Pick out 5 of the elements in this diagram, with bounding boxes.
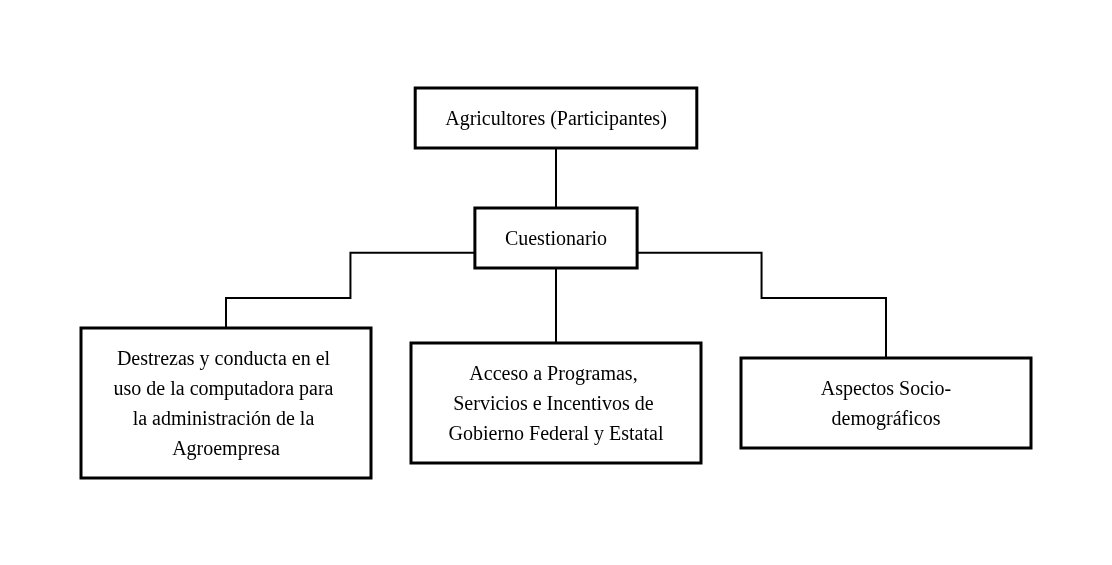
node-box: Agricultores (Participantes): [413, 86, 699, 149]
node-box: Cuestionario: [473, 206, 639, 269]
node-box: Aspectos Socio-demográficos: [739, 356, 1033, 449]
node-box: Acceso a Programas, Servicios e Incentivos de Gobierno Federal y Estatal: [409, 341, 703, 464]
node-box: Destrezas y conducta en el uso de la computadora para la administración de la Agroempresa: [79, 326, 373, 479]
